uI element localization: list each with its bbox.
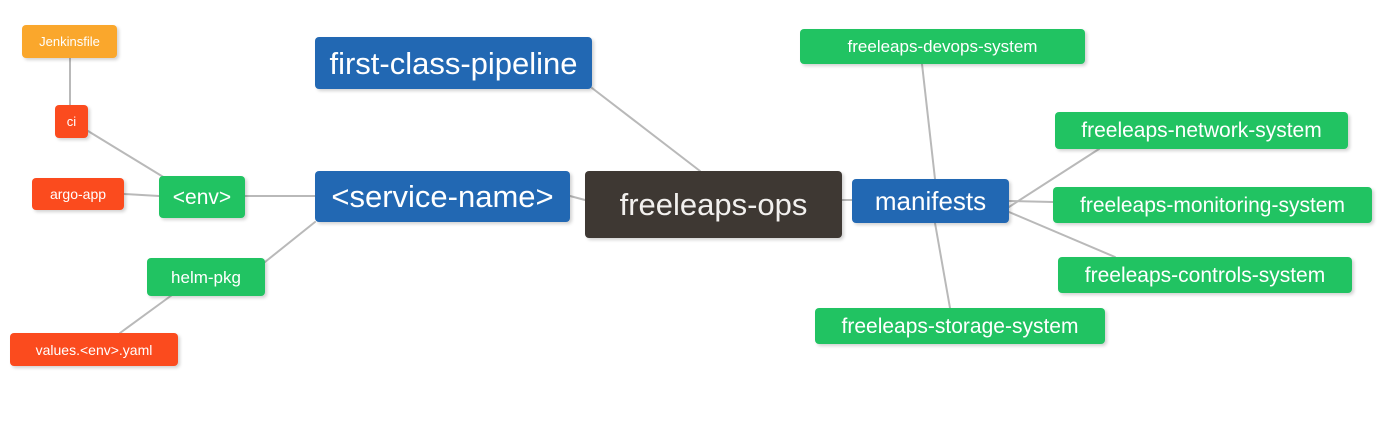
node-label-freeleaps-ops: freeleaps-ops: [619, 187, 808, 222]
node-label-ci: ci: [66, 114, 77, 129]
node-freeleaps-ops[interactable]: freeleaps-ops: [585, 171, 842, 238]
node-freeleaps-devops-system[interactable]: freeleaps-devops-system: [800, 29, 1085, 64]
edge-ci-to-env: [87, 130, 166, 179]
node-service-name[interactable]: <service-name>: [315, 171, 570, 222]
edge-manifests-to-freeleaps-storage-system: [934, 222, 951, 309]
node-label-freeleaps-controls-system: freeleaps-controls-system: [1084, 263, 1326, 287]
edge-first-class-pipeline-to-freeleaps-ops: [591, 87, 701, 172]
node-label-helm-pkg: helm-pkg: [171, 267, 241, 287]
edge-manifests-to-freeleaps-monitoring-system: [1008, 200, 1054, 203]
node-freeleaps-monitoring-system[interactable]: freeleaps-monitoring-system: [1053, 187, 1372, 223]
node-label-freeleaps-network-system: freeleaps-network-system: [1081, 119, 1322, 142]
node-label-env: <env>: [172, 185, 232, 209]
node-label-jenkinsfile: Jenkinsfile: [39, 34, 100, 49]
node-freeleaps-storage-system[interactable]: freeleaps-storage-system: [815, 308, 1105, 344]
node-label-manifests: manifests: [874, 186, 987, 216]
node-manifests[interactable]: manifests: [852, 179, 1009, 223]
edge-argo-app-to-env: [123, 193, 160, 197]
node-label-freeleaps-storage-system: freeleaps-storage-system: [841, 314, 1079, 338]
node-argo-app[interactable]: argo-app: [32, 178, 124, 210]
node-ci[interactable]: ci: [55, 105, 88, 138]
node-freeleaps-controls-system[interactable]: freeleaps-controls-system: [1058, 257, 1352, 293]
node-label-service-name: <service-name>: [331, 179, 554, 214]
edge-manifests-to-freeleaps-devops-system: [921, 63, 936, 180]
node-env[interactable]: <env>: [159, 176, 245, 218]
node-label-argo-app: argo-app: [49, 186, 107, 202]
node-freeleaps-network-system[interactable]: freeleaps-network-system: [1055, 112, 1348, 149]
node-jenkinsfile[interactable]: Jenkinsfile: [22, 25, 117, 58]
edge-service-name-to-freeleaps-ops: [569, 195, 586, 201]
node-label-freeleaps-monitoring-system: freeleaps-monitoring-system: [1080, 193, 1345, 217]
node-label-values-yaml: values.<env>.yaml: [35, 341, 153, 358]
edge-helm-pkg-to-values-yaml: [119, 294, 173, 334]
node-helm-pkg[interactable]: helm-pkg: [147, 258, 265, 296]
node-values-yaml[interactable]: values.<env>.yaml: [10, 333, 178, 366]
node-label-freeleaps-devops-system: freeleaps-devops-system: [847, 37, 1038, 56]
node-first-class-pipeline[interactable]: first-class-pipeline: [315, 37, 592, 89]
node-label-first-class-pipeline: first-class-pipeline: [329, 45, 578, 81]
edge-service-name-to-helm-pkg: [264, 221, 316, 263]
